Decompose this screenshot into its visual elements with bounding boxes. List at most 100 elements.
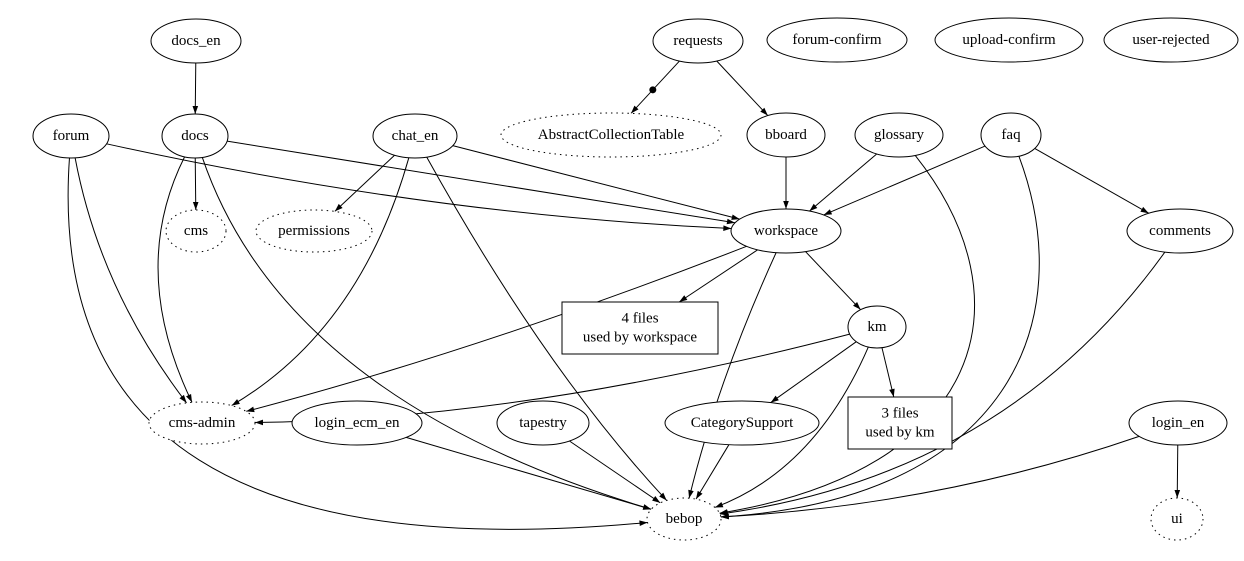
node-label-user_rejected: user-rejected: [1132, 32, 1210, 48]
node-shape-comments: [1126, 208, 1234, 254]
node-act: AbstractCollectionTable: [500, 112, 722, 158]
node-label-km: km: [867, 319, 887, 335]
node-shape-chat_en: [372, 113, 458, 159]
node-shape-requests: [652, 18, 744, 64]
node-cms: cms: [165, 209, 227, 253]
edge-workspace-files4: [678, 249, 758, 303]
node-workspace: workspace: [730, 208, 842, 254]
node-comments: comments: [1126, 208, 1234, 254]
node-category_support: CategorySupport: [664, 400, 820, 446]
node-shape-login_ecm_en: [291, 400, 423, 446]
node-docs_en: docs_en: [150, 18, 242, 64]
node-shape-forum_confirm: [766, 17, 908, 63]
node-requests: requests: [652, 18, 744, 64]
node-label-bebop: bebop: [666, 511, 703, 527]
node-shape-docs: [161, 113, 229, 159]
edge-login_en-ui: [1174, 444, 1181, 499]
node-label-permissions: permissions: [278, 223, 350, 239]
node-shape-user_rejected: [1103, 17, 1239, 63]
node-shape-docs_en: [150, 18, 242, 64]
node-docs: docs: [161, 113, 229, 159]
edge-workspace-cms_admin: [246, 245, 747, 413]
node-label-faq: faq: [1001, 127, 1021, 143]
edge-tail-dot-icon: [649, 86, 657, 94]
edge-forum-bebop: [67, 157, 648, 530]
node-label-docs_en: docs_en: [171, 33, 221, 49]
node-shape-login_en: [1128, 400, 1228, 446]
edge-docs-cms_admin: [157, 156, 193, 403]
edge-docs-cms: [192, 157, 199, 211]
node-shape-tapestry: [496, 400, 590, 446]
node-user_rejected: user-rejected: [1103, 17, 1239, 63]
edge-glossary-workspace: [809, 153, 878, 212]
node-layer: docs_en requests forum-confirm upload-confi…: [32, 17, 1239, 541]
node-shape-bebop: [646, 497, 722, 541]
node-label-category_support: CategorySupport: [691, 415, 794, 431]
node-permissions: permissions: [255, 209, 373, 253]
node-shape-category_support: [664, 400, 820, 446]
node-shape-upload_confirm: [934, 17, 1084, 63]
node-label-bboard: bboard: [765, 127, 807, 143]
node-label-login_ecm_en: login_ecm_en: [315, 415, 400, 431]
edge-requests-bboard: [716, 60, 769, 116]
edge-requests-act: [630, 60, 680, 114]
edge-chat_en-bebop: [426, 156, 668, 501]
node-label-chat_en: chat_en: [392, 128, 439, 144]
node-forum: forum: [32, 113, 110, 159]
node-label-comments: comments: [1149, 223, 1211, 239]
node-upload_confirm: upload-confirm: [934, 17, 1084, 63]
node-label-requests: requests: [673, 33, 722, 49]
node-label-tapestry: tapestry: [519, 415, 567, 431]
node-ui: ui: [1150, 497, 1204, 541]
node-label-forum_confirm: forum-confirm: [792, 32, 881, 48]
node-bboard: bboard: [746, 112, 826, 158]
edge-login_en-bebop: [720, 435, 1140, 520]
edge-forum-workspace: [106, 143, 732, 231]
node-label-docs: docs: [181, 128, 209, 144]
node-label-glossary: glossary: [874, 127, 924, 143]
node-shape-act: [500, 112, 722, 158]
node-cms_admin: cms-admin: [148, 401, 256, 445]
edge-chat_en-permissions: [334, 154, 395, 212]
node-shape-faq: [980, 112, 1042, 158]
edge-workspace-km: [805, 251, 861, 311]
edge-category_support-bebop: [695, 444, 730, 500]
node-shape-glossary: [854, 112, 944, 158]
edge-login_ecm_en-bebop: [405, 436, 652, 510]
edge-glossary-bebop: [719, 155, 975, 515]
node-label-login_en: login_en: [1152, 415, 1205, 431]
edge-km-category_support: [770, 341, 857, 403]
node-login_ecm_en: login_ecm_en: [291, 400, 423, 446]
node-forum_confirm: forum-confirm: [766, 17, 908, 63]
edge-workspace-bebop: [688, 252, 777, 499]
node-shape-cms_admin: [148, 401, 256, 445]
edge-chat_en-cms_admin: [231, 157, 410, 407]
edge-layer: [67, 60, 1181, 530]
node-tapestry: tapestry: [496, 400, 590, 446]
edge-docs-bebop: [201, 157, 652, 510]
node-bebop: bebop: [646, 497, 722, 541]
node-label-workspace: workspace: [754, 223, 818, 239]
node-shape-ui: [1150, 497, 1204, 541]
edge-docs-workspace: [227, 140, 736, 225]
node-shape-files3: [847, 396, 953, 450]
edge-faq-bebop: [720, 156, 1040, 520]
edge-km-bebop: [714, 346, 869, 508]
node-faq: faq: [980, 112, 1042, 158]
edge-docs_en-docs: [192, 62, 199, 115]
node-shape-km: [847, 305, 907, 349]
node-label-ui: ui: [1171, 511, 1183, 527]
node-shape-cms: [165, 209, 227, 253]
edge-comments-bebop: [719, 251, 1166, 516]
node-shape-workspace: [730, 208, 842, 254]
node-shape-forum: [32, 113, 110, 159]
node-label-upload_confirm: upload-confirm: [962, 32, 1056, 48]
edge-km-files3: [881, 347, 895, 398]
node-shape-permissions: [255, 209, 373, 253]
